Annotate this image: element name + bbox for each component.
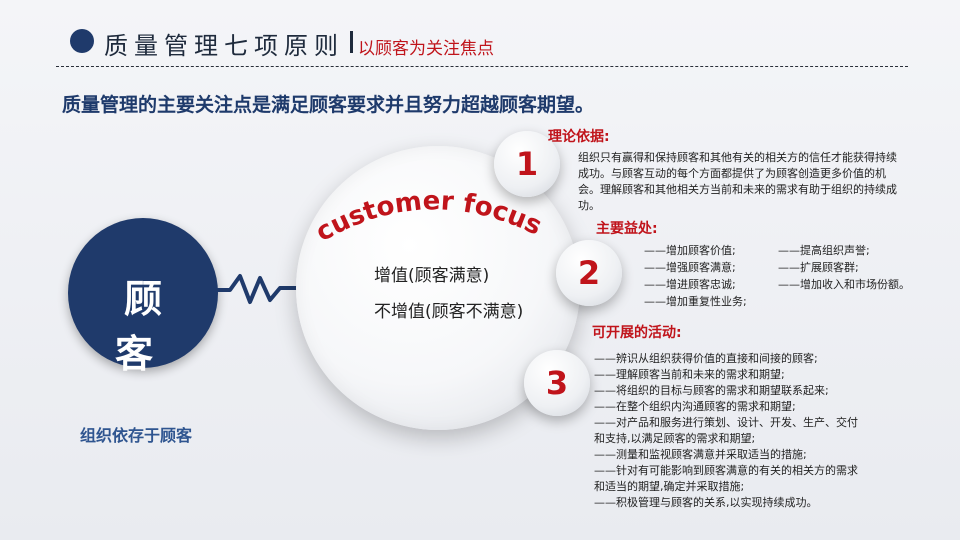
header-divider: [56, 66, 908, 67]
title-separator: [350, 31, 353, 53]
customer-focus-arc-text: customer focus: [311, 186, 547, 248]
benefit-item: ——增强顾客满意;: [644, 261, 736, 274]
section-text-basis: 组织只有赢得和保持顾客和其他有关的相关方的信任才能获得持续成功。与顾客互动的每个…: [578, 151, 897, 212]
benefit-row: ——增加顾客价值; ——提高组织声誉;: [644, 242, 912, 259]
page-subtitle: 以顾客为关注焦点: [358, 39, 494, 59]
lead-statement: 质量管理的主要关注点是满足顾客要求并且努力超越顾客期望。: [62, 94, 595, 116]
customer-circle-label: 顾 客: [114, 277, 180, 376]
benefit-item: ——扩展顾客群;: [778, 261, 859, 274]
value-added-text: 增值(顾客满意): [374, 266, 490, 286]
footer-statement: 组织依存于顾客: [80, 426, 193, 445]
benefit-item: ——增加重复性业务;: [644, 295, 747, 308]
activity-line: ——针对有可能影响到顾客满意的有关的相关方的需求: [594, 464, 858, 477]
benefit-item: ——提高组织声誉;: [778, 244, 870, 257]
benefits-list: ——增加顾客价值; ——提高组织声誉; ——增强顾客满意; ——扩展顾客群; ——增…: [644, 242, 912, 310]
benefit-row: ——增进顾客忠诚; ——增加收入和市场份额。: [644, 276, 912, 293]
activity-line: ——理解顾客当前和未来的需求和期望;: [594, 368, 785, 381]
zigzag-connector: [216, 274, 306, 304]
arc-text-path: customer focus: [311, 186, 547, 248]
benefit-item: ——增加收入和市场份额。: [778, 278, 910, 291]
activity-line: ——在整个组织内沟通顾客的需求和期望;: [594, 400, 796, 413]
activities-list: ——辨识从组织获得价值的直接和间接的顾客; ——理解顾客当前和未来的需求和期望;…: [594, 351, 924, 511]
benefit-row: ——增强顾客满意; ——扩展顾客群;: [644, 259, 912, 276]
benefit-item: ——增进顾客忠诚;: [644, 278, 736, 291]
activity-line: 和适当的期望,确定并采取措施;: [594, 480, 745, 493]
activity-line: ——将组织的目标与顾客的需求和期望联系起来;: [594, 384, 829, 397]
non-value-added-text: 不增值(顾客不满意): [374, 302, 524, 322]
benefit-item: ——增加顾客价值;: [644, 244, 736, 257]
page-title: 质量管理七项原则: [104, 32, 344, 60]
activity-line: 和支持,以满足顾客的需求和期望;: [594, 432, 756, 445]
header-bullet-dot: [70, 29, 94, 53]
number-bubble-1: 1: [494, 131, 560, 197]
benefit-row: ——增加重复性业务;: [644, 293, 912, 310]
svg-text:customer focus: customer focus: [311, 186, 547, 248]
section-title-benefits: 主要益处:: [596, 221, 658, 237]
number-bubble-2: 2: [556, 240, 622, 306]
activity-line: ——对产品和服务进行策划、设计、开发、生产、交付: [594, 416, 858, 429]
customer-circle: [68, 218, 218, 368]
section-title-basis: 理论依据:: [548, 129, 610, 145]
number-bubble-3: 3: [524, 350, 590, 416]
section-title-activities: 可开展的活动:: [592, 325, 682, 341]
activity-line: ——积极管理与顾客的关系,以实现持续成功。: [594, 496, 818, 509]
activity-line: ——辨识从组织获得价值的直接和间接的顾客;: [594, 352, 818, 365]
activity-line: ——测量和监视顾客满意并采取适当的措施;: [594, 448, 807, 461]
